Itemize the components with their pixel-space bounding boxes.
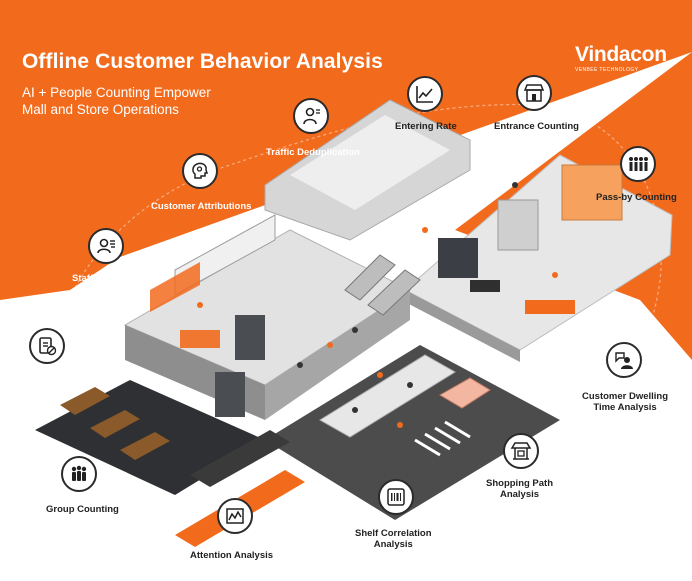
label-shopping-path: Shopping Path Analysis (486, 478, 553, 500)
subway-platform (190, 430, 290, 487)
checkout-machine-1 (235, 315, 265, 360)
label-shelf-correlation: Shelf Correlation Analysis (355, 528, 432, 550)
staff-card-icon (88, 228, 124, 264)
shop-window-strip (319, 354, 456, 438)
label-shopping-path-line1: Shopping Path (486, 478, 554, 489)
subtitle-line-2: Mall and Store Operations (22, 102, 179, 117)
shelf-barcode-icon (378, 479, 414, 515)
label-staff-exclusion: Staff Exclusion (72, 273, 141, 284)
shop-stall-icon (503, 433, 539, 469)
store-shelf-unit (497, 199, 539, 251)
label-attention-analysis: Attention Analysis (190, 550, 274, 561)
brand-logo: Vindacon VENBEE TECHNOLOGY (575, 43, 667, 74)
escalator-1 (344, 254, 396, 301)
store-fitting-room (561, 164, 623, 221)
escalator-2 (367, 269, 421, 316)
label-shopping-path-line2: Analysis (499, 489, 540, 500)
label-entrance-counting: Entrance Counting (494, 121, 579, 132)
mall-floor-middle-side (265, 290, 410, 420)
label-non-conversion-line2: Exclusion (21, 383, 67, 394)
people-figures (197, 182, 558, 428)
page-title: Offline Customer Behavior Analysis (22, 50, 383, 73)
storefront-icon (516, 75, 552, 111)
store-table (470, 280, 500, 292)
label-dwelling-line2: Time Analysis (593, 402, 657, 413)
store-counter (525, 300, 575, 314)
label-non-conversion-line1: Non-conversion (8, 372, 81, 383)
page-subtitle: AI + People Counting Empower Mall and St… (22, 84, 252, 118)
label-shelf-correlation-line2: Analysis (373, 539, 413, 550)
person-dedup-icon (293, 98, 329, 134)
subtitle-line-1: AI + People Counting Empower (22, 85, 211, 100)
label-dwelling-line1: Customer Dwelling (582, 391, 669, 402)
group-people-icon (61, 456, 97, 492)
checkout-machine-2 (215, 372, 245, 417)
crosswalk (414, 420, 471, 457)
pink-car (439, 377, 491, 409)
supermarket-shelf-2 (150, 262, 200, 312)
parked-cars (60, 387, 170, 460)
document-block-icon (29, 328, 65, 364)
chat-person-icon (606, 342, 642, 378)
label-shelf-correlation-line1: Shelf Correlation (355, 528, 432, 539)
store-floor-right-edge (405, 290, 520, 362)
head-brain-icon (182, 153, 218, 189)
label-entering-rate: Entering Rate (395, 121, 457, 132)
label-group-counting: Group Counting (46, 504, 119, 515)
logo-tagline: VENBEE TECHNOLOGY (575, 67, 639, 73)
label-customer-attributions: Customer Attributions (151, 201, 252, 212)
label-non-conversion-exclusion: Non-conversion Exclusion (8, 372, 80, 394)
orange-background-fill (0, 0, 692, 300)
checkout-counter (180, 330, 220, 348)
label-traffic-deduplication: Traffic Deduplication (266, 147, 360, 158)
people-row-icon (620, 146, 656, 182)
line-chart-icon (407, 76, 443, 112)
entrance-roof (290, 115, 450, 210)
label-pass-by-counting: Pass-by Counting (596, 192, 677, 203)
attention-chart-icon (217, 498, 253, 534)
label-customer-dwelling: Customer Dwelling Time Analysis (582, 391, 668, 413)
logo-wordmark: Vindacon (575, 43, 667, 66)
store-display-panel (438, 238, 478, 278)
